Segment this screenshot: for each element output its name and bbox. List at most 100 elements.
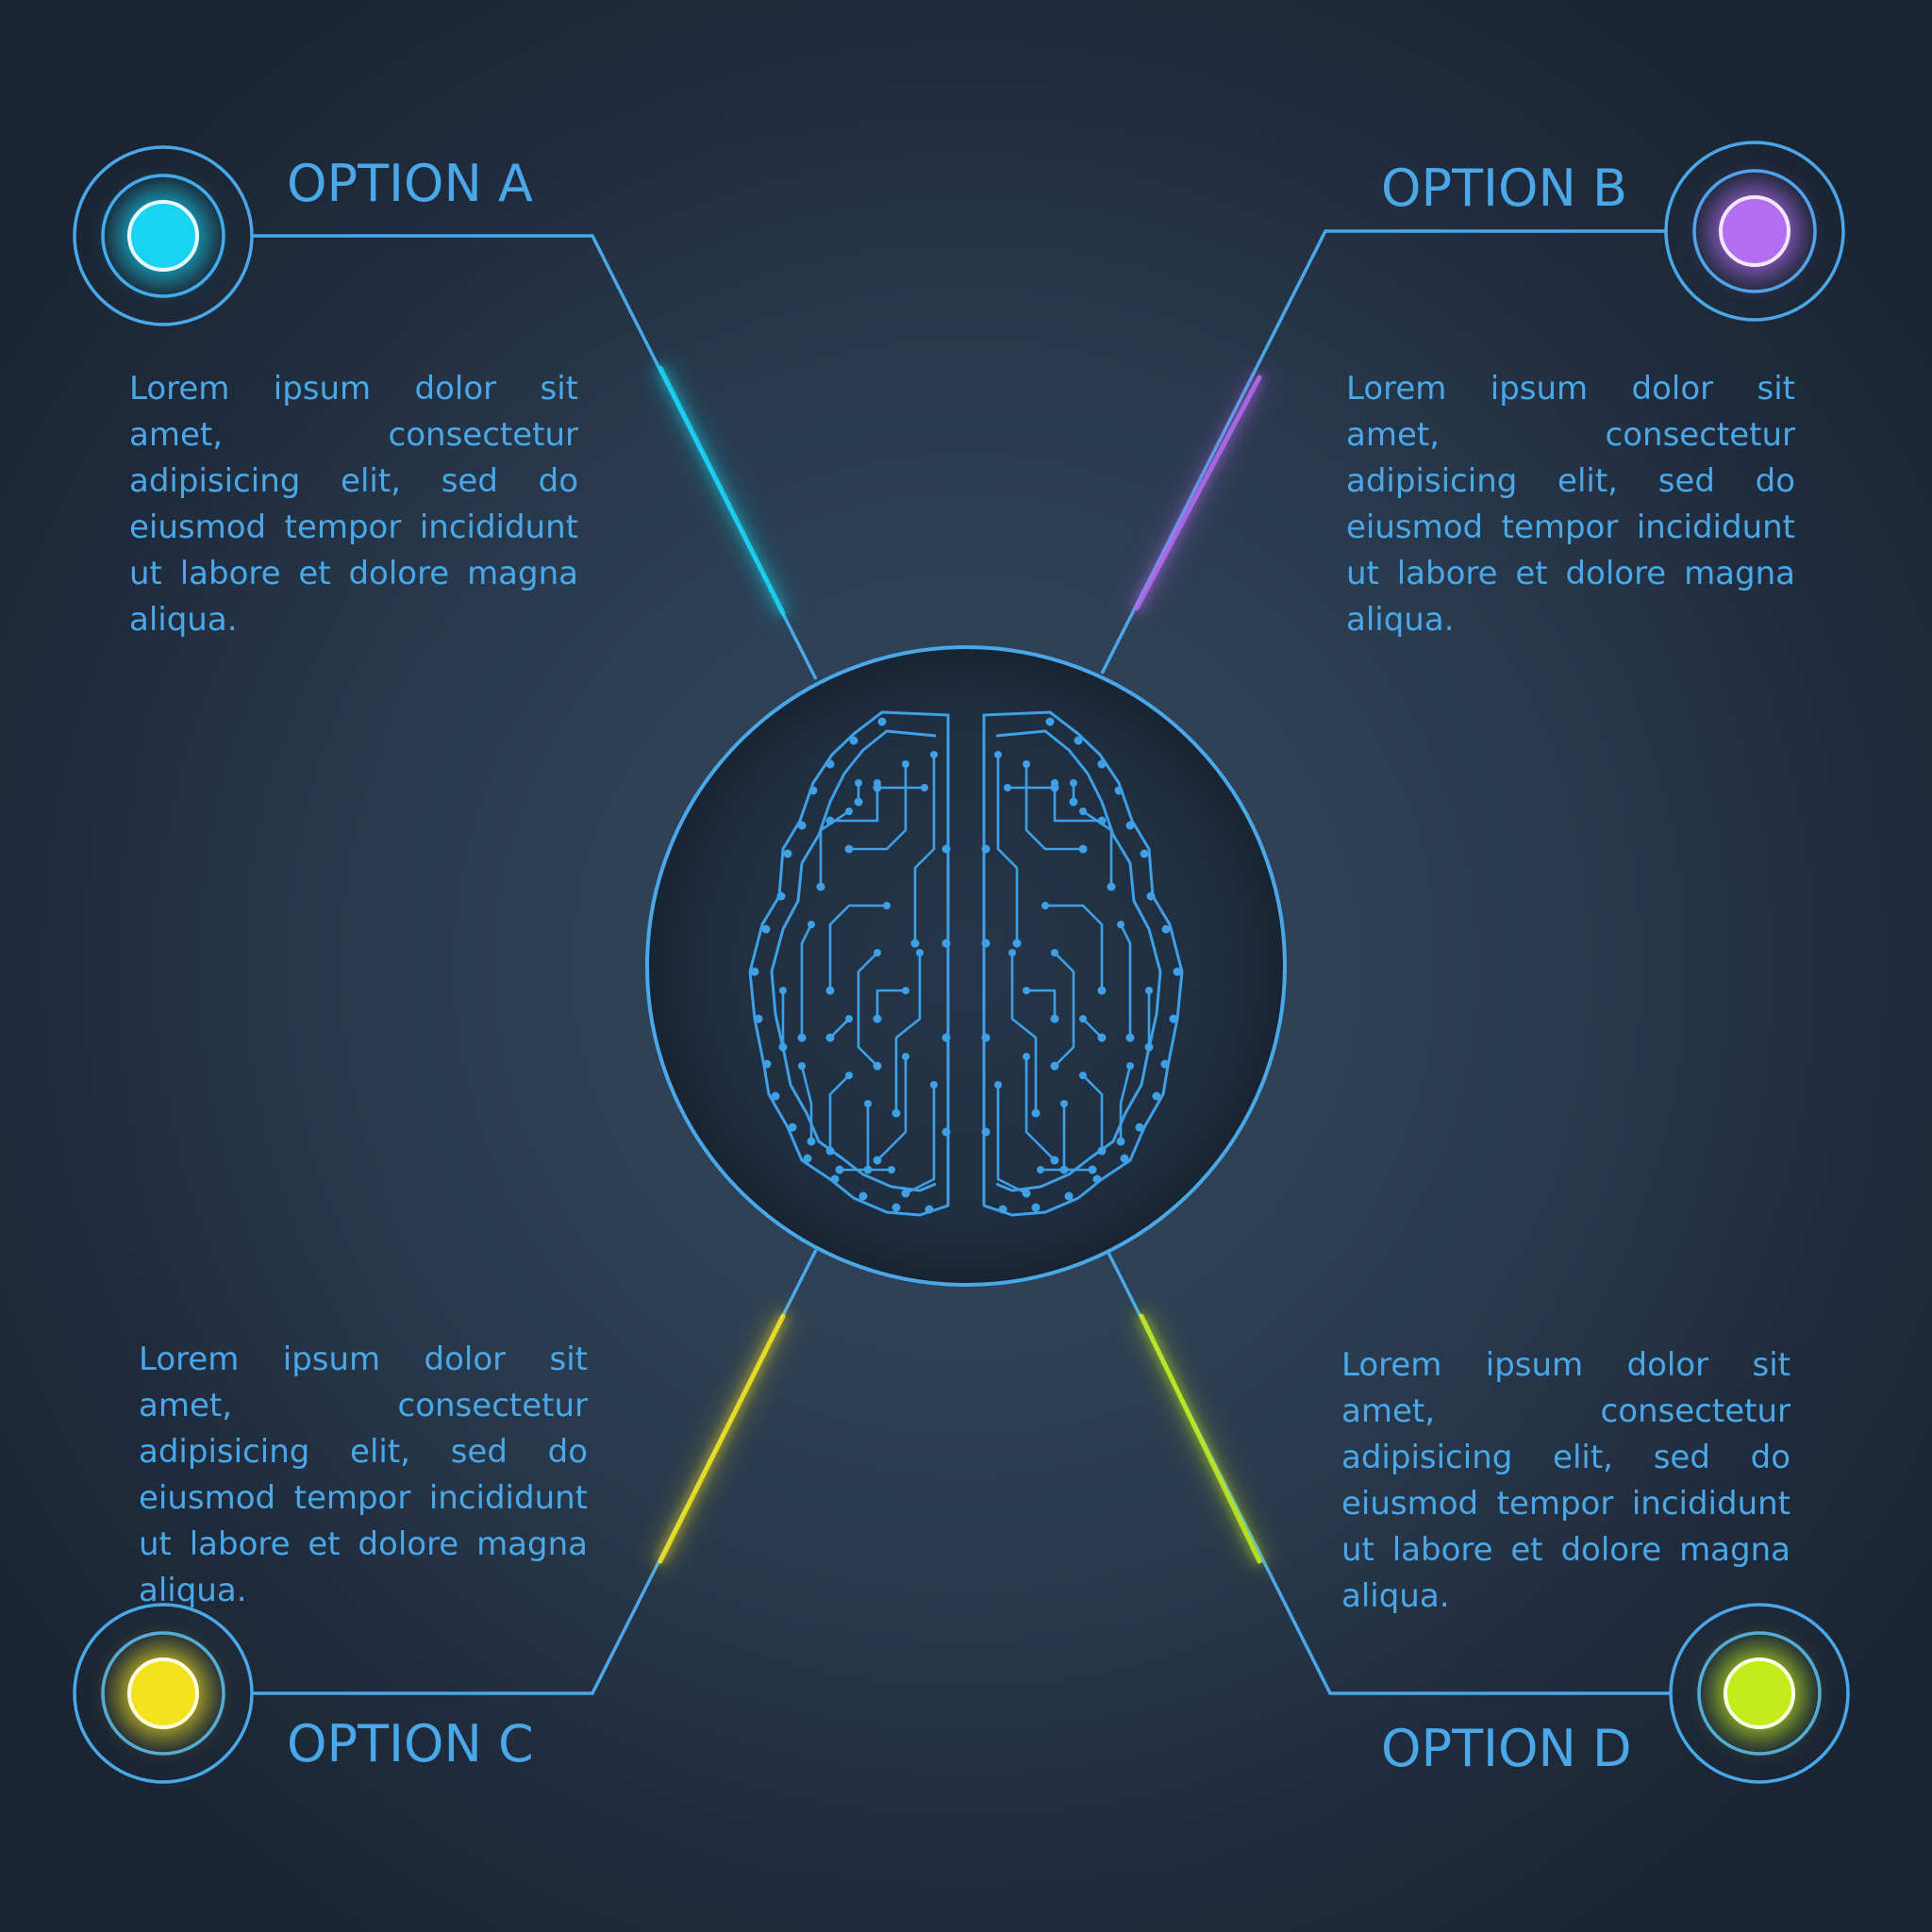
circuit-node (1079, 1015, 1087, 1023)
circuit-node (981, 844, 991, 854)
circuit-node (816, 882, 825, 891)
circuit-node (873, 783, 882, 792)
circuit-node (1023, 987, 1030, 994)
circuit-node (902, 760, 909, 768)
circuit-node (858, 1191, 868, 1201)
circuit-node (1060, 1100, 1068, 1108)
circuit-trace (1010, 953, 1038, 1113)
circuit-node (845, 808, 853, 815)
central-hub (645, 645, 1287, 1287)
circuit-node (1097, 759, 1107, 769)
circuit-trace (875, 989, 906, 1019)
circuit-trace (828, 904, 887, 991)
circuit-node (1173, 967, 1182, 976)
circuit-node (1097, 1146, 1107, 1156)
circuit-trace (1082, 1074, 1104, 1151)
circuit-node (1144, 1042, 1154, 1052)
brain-right-hemisphere (981, 710, 1184, 1217)
circuit-node (1125, 821, 1135, 830)
circuit-node (1088, 1165, 1097, 1174)
circuit-node (902, 987, 909, 994)
circuit-node (994, 751, 1002, 758)
circuit-node (830, 1174, 840, 1184)
glow-streak-core (658, 365, 786, 616)
circuit-node (825, 759, 835, 769)
option-c-description: Lorem ipsum dolor sit amet, consectetur … (139, 1341, 588, 1609)
circuit-node (901, 1189, 910, 1198)
circuit-trace (876, 1057, 908, 1161)
circuit-node (930, 751, 938, 758)
circuit-node (776, 891, 786, 901)
option-d-description: Lorem ipsum dolor sit amet, consectetur … (1341, 1346, 1790, 1615)
circuit-node (883, 902, 891, 909)
circuit-node (902, 1053, 909, 1060)
circuit-node (855, 779, 862, 787)
circuit-node (1050, 783, 1059, 792)
glow-accent-d (1135, 1309, 1639, 1700)
circuit-node (1079, 808, 1087, 815)
circuit-node (1140, 849, 1149, 858)
circuit-node (1050, 1061, 1059, 1071)
circuit-node (1116, 1137, 1125, 1146)
circuit-node (779, 987, 787, 994)
circuit-trace (894, 953, 922, 1113)
glow-accent-b (1130, 225, 1639, 615)
circuit-node (981, 1033, 991, 1042)
circuit-node (797, 821, 807, 830)
circuit-node (877, 717, 887, 726)
circuit-node (1097, 986, 1107, 995)
circuit-node (873, 1061, 882, 1071)
circuit-node (845, 1015, 853, 1023)
circuit-node (1160, 1059, 1170, 1069)
circuit-trace (1053, 783, 1102, 823)
circuit-trace (1026, 989, 1057, 1019)
circuit-node (1078, 844, 1088, 854)
circuit-node (1050, 1156, 1059, 1165)
circuit-node (891, 1108, 901, 1118)
circuit-node (1135, 1123, 1144, 1132)
circuit-node (798, 1062, 806, 1070)
target-icon-b (1664, 141, 1845, 322)
circuit-trace (905, 1085, 936, 1195)
circuit-node (825, 1033, 835, 1042)
glow-streak-core (1134, 375, 1262, 611)
circuit-node (807, 1137, 816, 1146)
circuit-node (803, 1154, 812, 1163)
circuit-node (761, 924, 771, 934)
option-d-title: OPTION D (1381, 1719, 1632, 1778)
circuit-node (1069, 797, 1078, 807)
circuit-node (845, 1072, 853, 1079)
circuit-node (762, 1059, 772, 1069)
circuit-node (941, 1033, 951, 1042)
circuit-node (916, 949, 924, 957)
circuit-node (1031, 1203, 1041, 1212)
circuit-node (844, 844, 854, 854)
circuit-node (1092, 1174, 1102, 1184)
option-a-title: OPTION A (287, 154, 533, 213)
target-icon-a (73, 145, 254, 326)
circuit-node (924, 1205, 934, 1214)
circuit-node (788, 1123, 797, 1132)
circuit-trace (996, 755, 1019, 943)
circuit-node (1050, 1014, 1059, 1024)
circuit-node (981, 1127, 991, 1137)
circuit-node (1023, 760, 1030, 768)
circuit-node (1145, 987, 1153, 994)
circuit-node (1074, 736, 1083, 745)
circuit-trace (913, 755, 936, 943)
circuit-brain-icon (748, 710, 1184, 1217)
circuit-trace (819, 809, 850, 887)
circuit-node (797, 1033, 807, 1042)
circuit-node (910, 939, 920, 948)
circuit-node (941, 939, 951, 948)
option-b-title: OPTION B (1381, 158, 1628, 218)
circuit-node (941, 844, 951, 854)
circuit-node (998, 1205, 1008, 1214)
circuit-node (1169, 1014, 1178, 1024)
glow-accent-a (276, 229, 790, 620)
circuit-node (808, 921, 815, 928)
circuit-node (981, 939, 991, 948)
circuit-trace (800, 1065, 813, 1141)
option-a-description: Lorem ipsum dolor sit amet, consectetur … (129, 370, 578, 639)
